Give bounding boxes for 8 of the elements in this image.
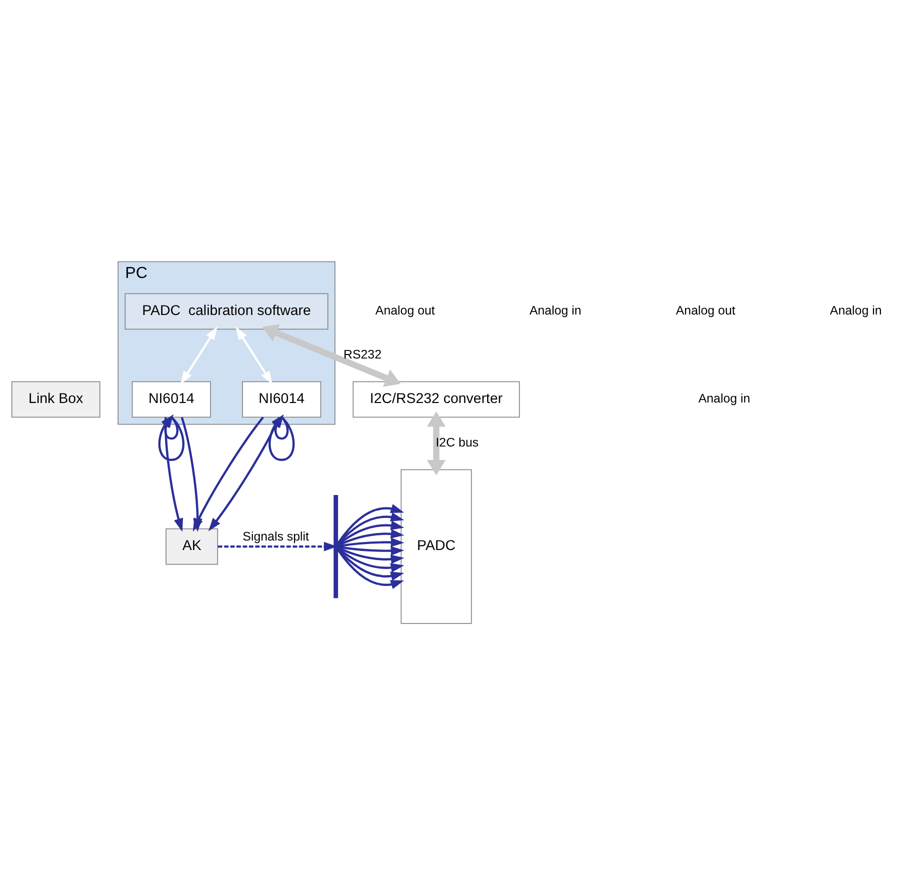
label: Analog in xyxy=(698,391,750,406)
edge-label: Signals split xyxy=(242,529,310,544)
edge-label: RS232 xyxy=(343,347,382,362)
label: Analog out xyxy=(676,303,736,318)
edge-label: I2C bus xyxy=(436,435,479,450)
label: Analog out xyxy=(375,303,435,318)
label: Analog in xyxy=(529,303,582,318)
label: Analog in xyxy=(830,303,882,318)
